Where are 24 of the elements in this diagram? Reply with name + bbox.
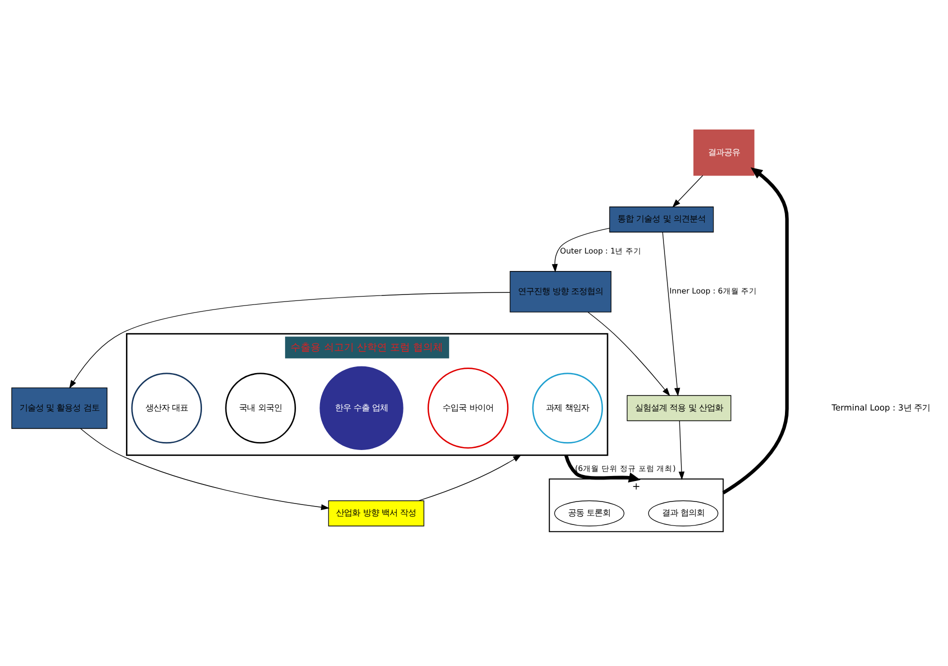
arrow (69, 292, 510, 388)
label: Terminal Loop : 3년 주기 (832, 402, 930, 412)
node-circle: 과제 책임자 (532, 372, 603, 444)
node-circle: 수입국 바이어 (428, 367, 509, 448)
arrow (588, 311, 670, 396)
arrow (418, 454, 522, 501)
node-box: 산업화 방향 백서 작성 (328, 500, 424, 526)
arrow (80, 428, 330, 510)
node-box: 연구진행 방향 조정협의 (510, 270, 612, 312)
arrow (552, 227, 610, 272)
arrow (672, 174, 704, 208)
arrow (564, 454, 641, 482)
node-box: 결과공유 (693, 128, 754, 176)
arrow (662, 231, 680, 396)
arrow (722, 166, 789, 494)
node-circle: 국내 외국인 (225, 372, 296, 444)
node-box: 실험설계 적용 및 산업화 (626, 394, 732, 421)
node-box: 기술성 및 활용성 검토 (11, 386, 108, 428)
node-box: 통합 기술성 및 의견분석 (609, 206, 714, 232)
node-circle: 한우 수출 업체 (320, 366, 404, 450)
arrow (678, 420, 685, 480)
node-ellipse: 공동 토론회 (554, 500, 624, 526)
node-circle: 생산자 대표 (131, 372, 202, 444)
node-ellipse: 결과 협의회 (648, 500, 718, 526)
